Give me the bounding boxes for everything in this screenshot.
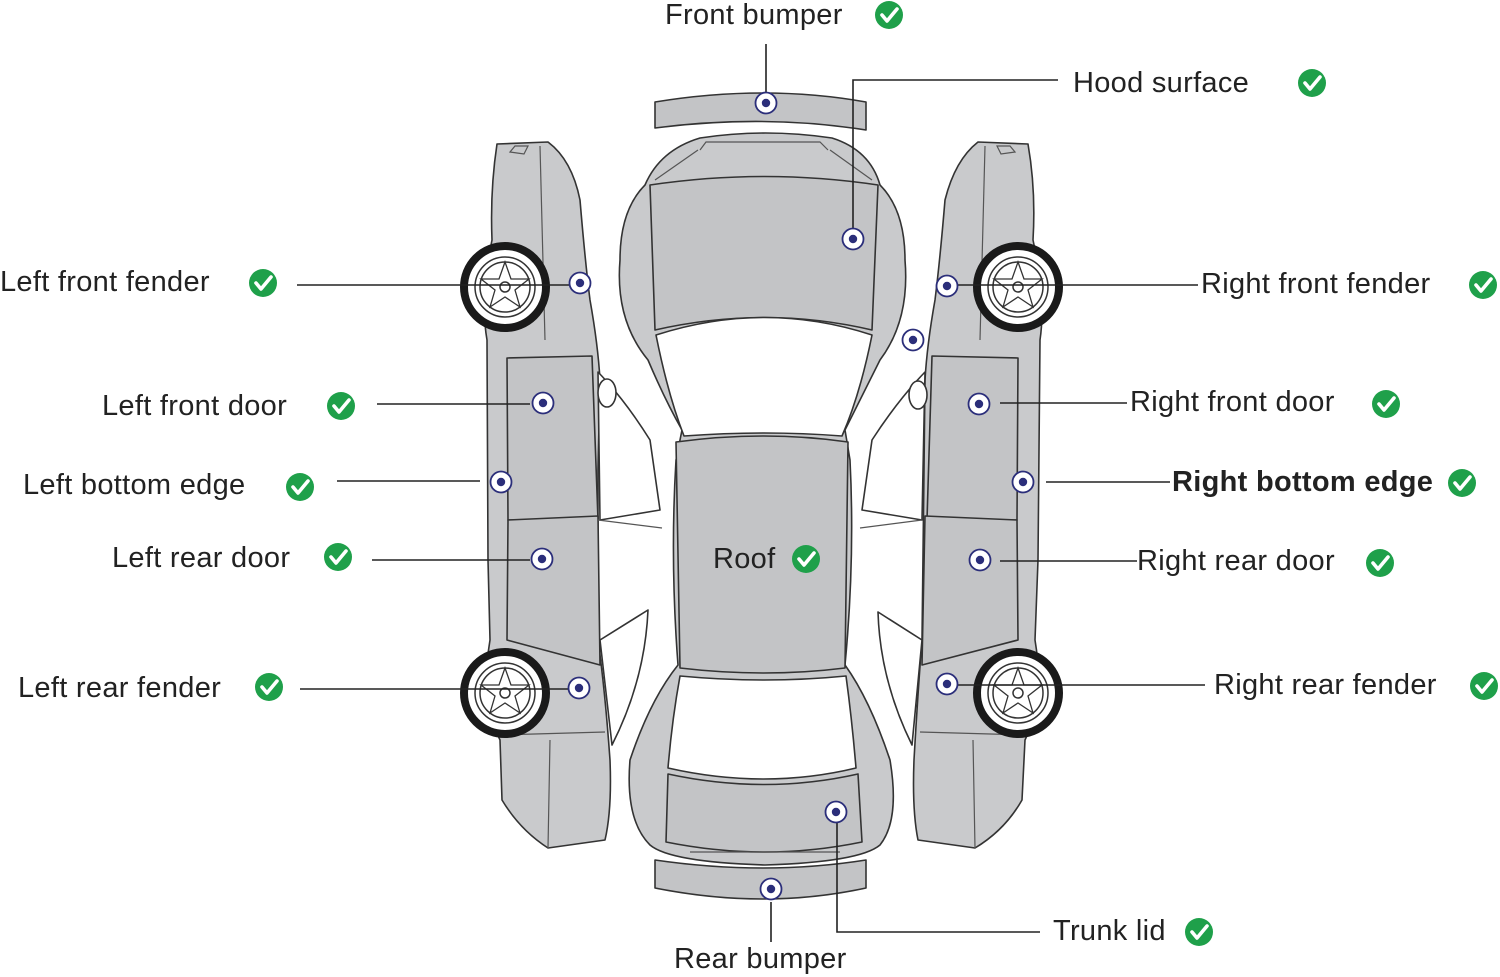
label-trunk-lid: Trunk lid [1053, 915, 1166, 947]
marker-right-front-door[interactable] [967, 392, 991, 416]
check-circle-icon [1370, 388, 1402, 420]
rear-bumper-panel [654, 859, 867, 900]
marker-left-rear-fender[interactable] [567, 676, 591, 700]
left-rear-door-panel [506, 515, 601, 666]
marker-hood-surface[interactable] [841, 227, 865, 251]
windshield [655, 316, 873, 437]
label-right-front-door: Right front door [1130, 386, 1335, 418]
center-car-body [618, 92, 907, 900]
left-front-door-panel [506, 355, 599, 521]
trunk-panel [665, 773, 863, 853]
rear-window [667, 675, 857, 780]
right-rear-wheel [977, 652, 1059, 734]
check-circle-icon [284, 471, 316, 503]
marker-rear-bumper[interactable] [759, 877, 783, 901]
label-right-front-fender: Right front fender [1201, 268, 1431, 300]
check-circle-icon [247, 267, 279, 299]
label-right-rear-fender: Right rear fender [1214, 669, 1437, 701]
right-rear-door-panel [921, 515, 1019, 666]
label-rear-bumper: Rear bumper [674, 943, 847, 975]
label-front-bumper: Front bumper [665, 0, 843, 31]
right-front-wheel [977, 246, 1059, 328]
marker-right-bottom-edge[interactable] [1011, 470, 1035, 494]
check-circle-icon [1296, 67, 1328, 99]
label-left-rear-fender: Left rear fender [18, 672, 222, 704]
check-circle-icon [253, 671, 285, 703]
label-left-rear-door: Left rear door [112, 542, 291, 574]
label-right-rear-door: Right rear door [1137, 545, 1335, 577]
marker-left-front-door[interactable] [531, 391, 555, 415]
marker-right-mirror[interactable] [901, 328, 925, 352]
right-front-door-panel [926, 355, 1019, 521]
marker-front-bumper[interactable] [754, 91, 778, 115]
hood-panel [649, 175, 879, 331]
marker-right-rear-door[interactable] [968, 548, 992, 572]
label-hood-surface: Hood surface [1073, 67, 1250, 99]
check-circle-icon [1364, 547, 1396, 579]
marker-right-rear-fender[interactable] [935, 672, 959, 696]
label-left-bottom-edge: Left bottom edge [23, 469, 246, 501]
label-right-bottom-edge: Right bottom edge [1172, 466, 1434, 498]
marker-left-front-fender[interactable] [568, 271, 592, 295]
check-circle-icon [1467, 269, 1499, 301]
marker-left-bottom-edge[interactable] [489, 470, 513, 494]
left-rear-wheel [464, 652, 546, 734]
check-circle-icon [1468, 670, 1500, 702]
marker-left-rear-door[interactable] [530, 547, 554, 571]
check-circle-icon [873, 0, 905, 31]
check-circle-icon [1446, 467, 1478, 499]
check-circle-icon [1183, 916, 1215, 948]
check-circle-icon [790, 543, 822, 575]
label-left-front-door: Left front door [102, 390, 288, 422]
leader-lines [297, 44, 1205, 942]
check-circle-icon [322, 541, 354, 573]
label-left-front-fender: Left front fender [0, 266, 210, 298]
marker-right-front-fender[interactable] [935, 274, 959, 298]
check-circle-icon [325, 390, 357, 422]
marker-trunk-lid[interactable] [824, 800, 848, 824]
roof-panel [675, 435, 849, 674]
label-roof: Roof [713, 543, 776, 575]
left-front-wheel [464, 246, 546, 328]
